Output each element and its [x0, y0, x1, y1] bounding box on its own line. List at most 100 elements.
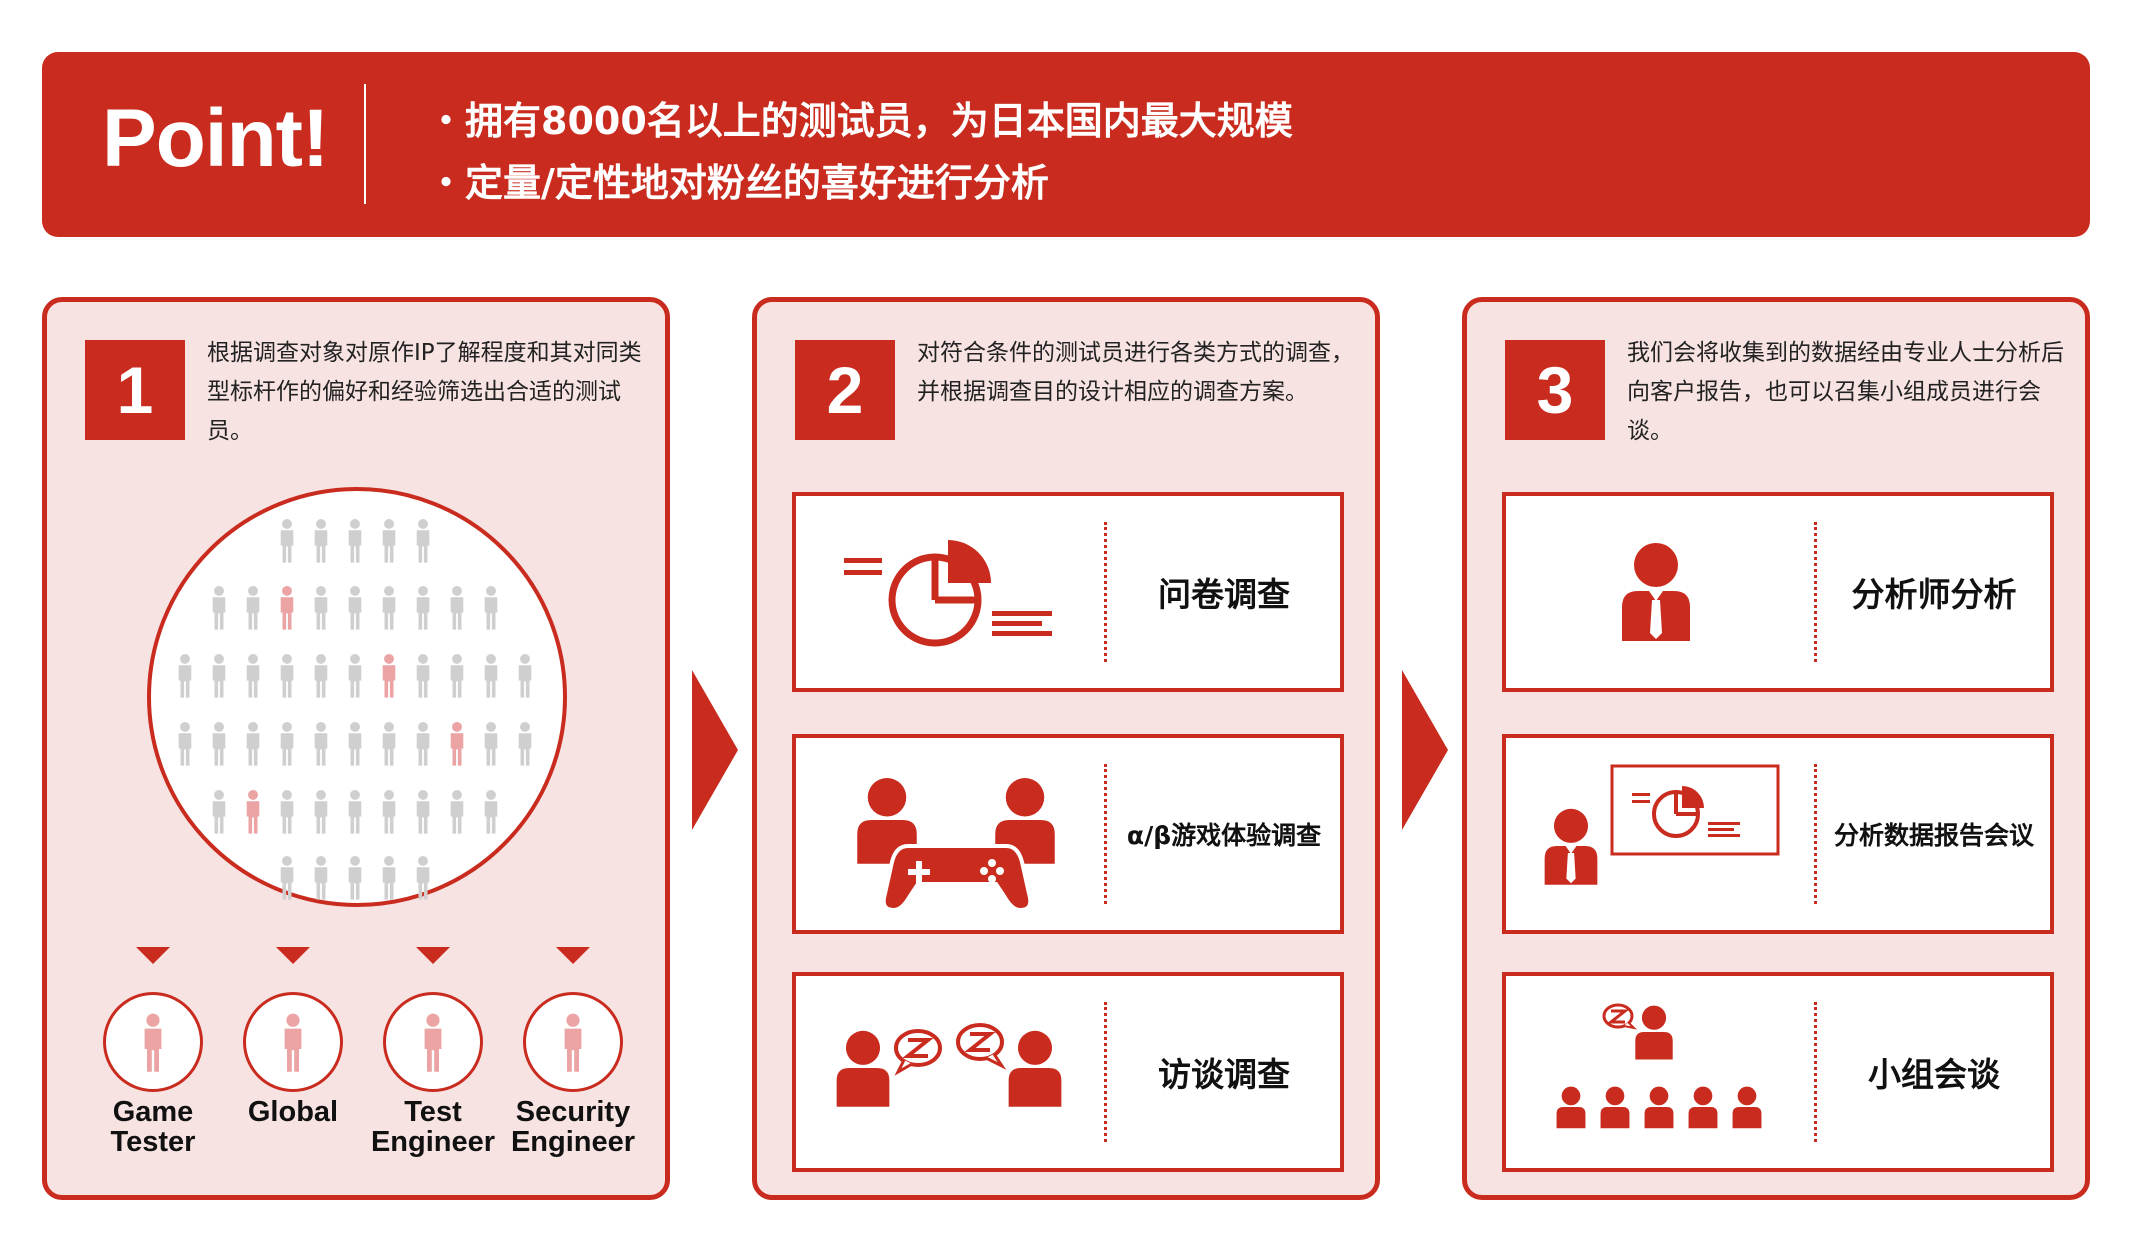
person-icon	[382, 789, 396, 834]
person-icon	[178, 721, 192, 766]
person-icon	[314, 789, 328, 834]
card-divider	[1104, 522, 1107, 662]
down-arrow-icon	[276, 947, 310, 964]
role-label-line: Security	[515, 1096, 631, 1128]
step-1-panel: 1 根据调查对象对原作IP了解程度和其对同类型标杆作的偏好和经验筛选出合适的测试…	[42, 297, 670, 1200]
role-label-security-engineer: Security Engineer	[498, 1097, 648, 1157]
test-engineer-icon	[383, 992, 483, 1092]
method-label: 小组会谈	[1868, 1055, 2000, 1094]
person-icon	[246, 789, 260, 834]
person-icon	[382, 721, 396, 766]
person-icon	[348, 721, 362, 766]
person-icon	[450, 653, 464, 698]
role-label-line: Test	[404, 1096, 462, 1128]
person-icon	[382, 653, 396, 698]
role-label-line: Game	[112, 1096, 194, 1128]
person-icon	[450, 789, 464, 834]
person-icon	[348, 585, 362, 630]
group-meeting-icon	[1556, 1003, 1762, 1129]
method-card-interview: 访谈调查	[792, 972, 1344, 1172]
step-3-number: 3	[1505, 340, 1605, 440]
method-card-questionnaire: 问卷调查	[792, 492, 1344, 692]
role-label-line: Tester	[110, 1126, 196, 1158]
method-card-report-meeting: 分析数据报告会议	[1502, 734, 2054, 934]
person-icon	[518, 721, 532, 766]
person-icon	[348, 518, 362, 563]
step-1-description: 根据调查对象对原作IP了解程度和其对同类型标杆作的偏好和经验筛选出合适的测试员。	[207, 340, 642, 444]
person-icon	[314, 653, 328, 698]
person-icon	[450, 721, 464, 766]
method-card-game-test: α/β游戏体验调查	[792, 734, 1344, 934]
conversation-icon	[836, 1023, 1062, 1107]
security-engineer-icon	[523, 992, 623, 1092]
down-arrow-icon	[136, 947, 170, 964]
person-icon	[280, 855, 294, 900]
banner-divider	[364, 84, 366, 204]
role-label-line: Engineer	[510, 1126, 636, 1158]
method-label: 分析师分析	[1851, 575, 2017, 614]
person-icon	[416, 653, 430, 698]
step-2-number: 2	[795, 340, 895, 440]
role-label-game-tester: Game Tester	[78, 1097, 228, 1157]
person-icon	[246, 721, 260, 766]
person-icon	[416, 789, 430, 834]
next-step-arrow-icon	[692, 670, 738, 830]
person-icon	[314, 585, 328, 630]
global-tester-icon	[243, 992, 343, 1092]
person-icon	[178, 653, 192, 698]
point-banner: Point! ・拥有8000名以上的测试员，为日本国内最大规模 ・定量/定性地对…	[42, 52, 2090, 237]
person-icon	[484, 789, 498, 834]
person-icon	[280, 518, 294, 563]
person-icon	[246, 585, 260, 630]
person-icon	[484, 653, 498, 698]
gamepad-players-icon	[857, 778, 1055, 913]
person-icon	[382, 585, 396, 630]
person-icon	[314, 518, 328, 563]
person-icon	[416, 518, 430, 563]
person-icon	[212, 721, 226, 766]
step-3-panel: 3 我们会将收集到的数据经由专业人士分析后向客户报告，也可以召集小组成员进行会谈…	[1462, 297, 2090, 1200]
card-divider	[1814, 522, 1817, 662]
card-divider	[1814, 1002, 1817, 1142]
game-tester-icon	[103, 992, 203, 1092]
presentation-icon	[1544, 764, 1780, 885]
down-arrow-icon	[556, 947, 590, 964]
role-label-test-engineer: Test Engineer	[358, 1097, 508, 1157]
role-label-line: Global	[247, 1096, 339, 1128]
person-icon	[314, 855, 328, 900]
person-icon	[348, 789, 362, 834]
person-icon	[416, 585, 430, 630]
person-icon	[382, 855, 396, 900]
analyst-icon	[1622, 543, 1690, 641]
person-icon	[212, 789, 226, 834]
person-icon	[246, 653, 260, 698]
person-icon	[348, 653, 362, 698]
method-label: α/β游戏体验调查	[1126, 821, 1322, 850]
next-step-arrow-icon	[1402, 670, 1448, 830]
person-icon	[212, 585, 226, 630]
method-card-group-talk: 小组会谈	[1502, 972, 2054, 1172]
pie-chart-icon	[844, 540, 1052, 647]
step-3-description: 我们会将收集到的数据经由专业人士分析后向客户报告，也可以召集小组成员进行会谈。	[1627, 340, 2064, 444]
person-icon	[416, 721, 430, 766]
person-icon	[212, 653, 226, 698]
person-icon	[382, 518, 396, 563]
role-label-global: Global	[218, 1097, 368, 1127]
person-icon	[348, 855, 362, 900]
point-title: Point!	[102, 93, 329, 184]
down-arrow-icon	[416, 947, 450, 964]
method-label: 问卷调查	[1158, 575, 1290, 614]
person-icon	[416, 855, 430, 900]
role-label-line: Engineer	[370, 1126, 496, 1158]
method-card-analyst: 分析师分析	[1502, 492, 2054, 692]
step-2-description: 对符合条件的测试员进行各类方式的调查，并根据调查目的设计相应的调查方案。	[917, 340, 1354, 405]
tester-pool-circle	[147, 487, 567, 907]
step-2-panel: 2 对符合条件的测试员进行各类方式的调查，并根据调查目的设计相应的调查方案。 问…	[752, 297, 1380, 1200]
banner-bullet-1: ・拥有8000名以上的测试员，为日本国内最大规模	[427, 99, 1293, 143]
card-divider	[1814, 764, 1817, 904]
person-icon	[450, 585, 464, 630]
person-icon	[314, 721, 328, 766]
person-icon	[280, 721, 294, 766]
card-divider	[1104, 764, 1107, 904]
person-icon	[484, 721, 498, 766]
